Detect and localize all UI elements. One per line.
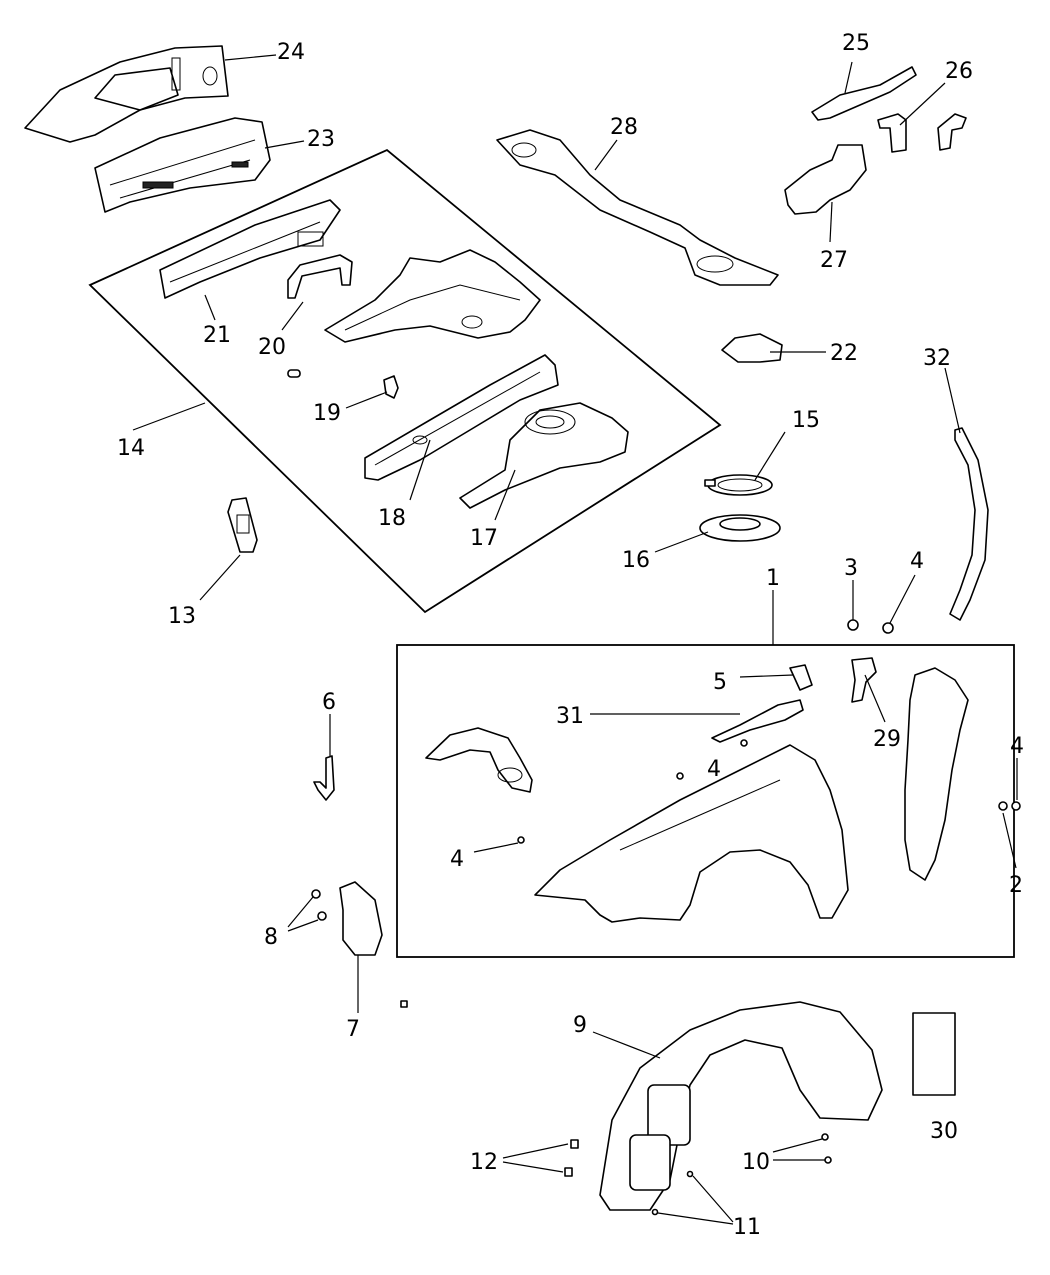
part-11 xyxy=(651,1170,694,1216)
callout-23: 23 xyxy=(307,127,335,152)
part-7 xyxy=(339,881,383,956)
callout-27: 27 xyxy=(820,248,848,273)
callout-10: 10 xyxy=(742,1150,770,1175)
callout-21: 21 xyxy=(203,323,231,348)
callout-4-right: 4 xyxy=(1010,734,1024,759)
part-rail-upper xyxy=(324,249,541,343)
part-22 xyxy=(721,333,783,363)
part-9 xyxy=(599,1001,883,1211)
callout-4-top: 4 xyxy=(910,549,924,574)
callout-32: 32 xyxy=(923,346,951,371)
fender xyxy=(534,744,849,923)
callout-28: 28 xyxy=(610,115,638,140)
part-25 xyxy=(811,66,917,121)
part-fender-liner-side xyxy=(904,667,969,881)
part-1-bracket xyxy=(425,727,533,793)
callout-3: 3 xyxy=(844,556,858,581)
part-23 xyxy=(94,117,271,213)
frame-14 xyxy=(88,148,722,614)
part-30 xyxy=(912,1012,956,1096)
part-26 xyxy=(877,113,967,153)
part-29 xyxy=(851,657,877,703)
part-4-top xyxy=(882,622,894,634)
callout-12: 12 xyxy=(470,1150,498,1175)
callout-26: 26 xyxy=(945,59,973,84)
callout-17: 17 xyxy=(470,526,498,551)
part-20 xyxy=(287,254,353,299)
callout-29: 29 xyxy=(873,727,901,752)
callout-5: 5 xyxy=(713,670,727,695)
part-12 xyxy=(564,1139,579,1177)
part-31 xyxy=(711,699,804,743)
callout-25: 25 xyxy=(842,31,870,56)
callout-18: 18 xyxy=(378,506,406,531)
part-27 xyxy=(784,144,867,215)
callout-30: 30 xyxy=(930,1119,958,1144)
part-24 xyxy=(24,45,229,143)
part-19 xyxy=(287,369,399,399)
callout-13: 13 xyxy=(168,604,196,629)
clip-small xyxy=(400,1000,408,1008)
callout-20: 20 xyxy=(258,335,286,360)
callout-15: 15 xyxy=(792,408,820,433)
fasteners-4 xyxy=(517,739,1021,844)
leader-lines xyxy=(132,54,1018,1225)
part-5 xyxy=(789,664,813,691)
part-15 xyxy=(704,474,773,496)
part-21 xyxy=(159,199,341,299)
callout-9: 9 xyxy=(573,1013,587,1038)
callout-7: 7 xyxy=(346,1017,360,1042)
part-32 xyxy=(949,427,989,621)
callout-14: 14 xyxy=(117,436,145,461)
callout-1: 1 xyxy=(766,566,780,591)
callout-2: 2 xyxy=(1009,873,1023,898)
callout-11: 11 xyxy=(733,1215,761,1240)
part-17 xyxy=(459,402,629,509)
callout-4-left: 4 xyxy=(450,847,464,872)
callout-24: 24 xyxy=(277,40,305,65)
callout-4-mid: 4 xyxy=(707,757,721,782)
part-18 xyxy=(364,354,559,481)
callout-8: 8 xyxy=(264,925,278,950)
part-16 xyxy=(699,514,781,542)
part-10 xyxy=(821,1133,832,1164)
part-3 xyxy=(847,619,859,631)
part-13 xyxy=(227,497,258,553)
frame-1 xyxy=(396,644,1015,958)
callout-6: 6 xyxy=(322,690,336,715)
part-28 xyxy=(496,129,779,286)
callout-16: 16 xyxy=(622,548,650,573)
callout-19: 19 xyxy=(313,401,341,426)
part-6 xyxy=(313,755,335,801)
part-8 xyxy=(311,889,327,921)
callout-22: 22 xyxy=(830,341,858,366)
callout-31: 31 xyxy=(556,704,584,729)
